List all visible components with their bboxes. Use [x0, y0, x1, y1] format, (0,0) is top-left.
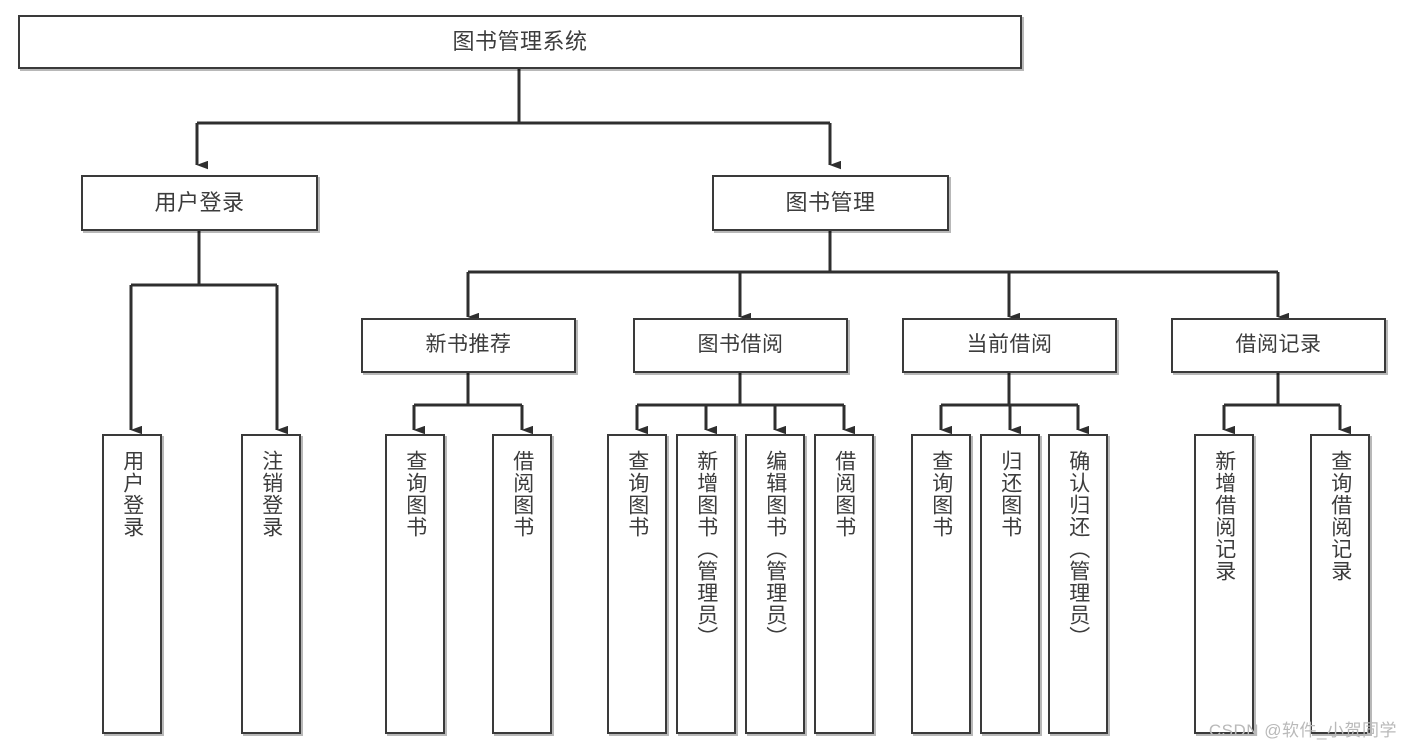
leaf-label: 查询图书 — [625, 450, 649, 538]
node-book-management[interactable]: 图书管理 — [712, 175, 949, 231]
leaf-label: 确认归还（管理员） — [1066, 450, 1090, 648]
node-book-borrow[interactable]: 图书借阅 — [633, 318, 848, 373]
node-book-borrow-label: 图书借阅 — [697, 333, 784, 357]
leaf-label: 编辑图书（管理员） — [763, 450, 787, 648]
node-borrow-record-label: 借阅记录 — [1235, 333, 1322, 357]
leaf-current-return-book[interactable]: 归还图书 — [980, 434, 1040, 734]
leaf-label: 新增借阅记录 — [1212, 450, 1236, 582]
node-user-login-label: 用户登录 — [154, 190, 245, 216]
leaf-label: 查询图书 — [929, 450, 953, 538]
leaf-new-book-borrow[interactable]: 借阅图书 — [492, 434, 552, 734]
node-new-book-recommend-label: 新书推荐 — [425, 333, 512, 357]
leaf-current-confirm-return[interactable]: 确认归还（管理员） — [1048, 434, 1108, 734]
node-book-management-label: 图书管理 — [785, 190, 876, 216]
leaf-label: 注销登录 — [259, 450, 283, 538]
leaf-user-login-logout[interactable]: 注销登录 — [241, 434, 301, 734]
leaf-borrow-borrow-book[interactable]: 借阅图书 — [814, 434, 874, 734]
watermark: CSDN @软件_小贺同学 — [1208, 721, 1397, 740]
node-root-label: 图书管理系统 — [452, 29, 588, 55]
leaf-new-book-query[interactable]: 查询图书 — [385, 434, 445, 734]
leaf-label: 用户登录 — [120, 450, 144, 538]
leaf-record-add[interactable]: 新增借阅记录 — [1194, 434, 1254, 734]
leaf-user-login-login[interactable]: 用户登录 — [102, 434, 162, 734]
leaf-borrow-edit-book[interactable]: 编辑图书（管理员） — [745, 434, 805, 734]
leaf-label: 归还图书 — [998, 450, 1022, 538]
leaf-borrow-query-book[interactable]: 查询图书 — [607, 434, 667, 734]
leaf-current-query-book[interactable]: 查询图书 — [911, 434, 971, 734]
node-current-borrow-label: 当前借阅 — [966, 333, 1053, 357]
leaf-label: 借阅图书 — [832, 450, 856, 538]
leaf-borrow-add-book[interactable]: 新增图书（管理员） — [676, 434, 736, 734]
leaf-record-query[interactable]: 查询借阅记录 — [1310, 434, 1370, 734]
leaf-label: 新增图书（管理员） — [694, 450, 718, 648]
leaf-label: 借阅图书 — [510, 450, 534, 538]
node-root[interactable]: 图书管理系统 — [18, 15, 1022, 69]
node-current-borrow[interactable]: 当前借阅 — [902, 318, 1117, 373]
node-borrow-record[interactable]: 借阅记录 — [1171, 318, 1386, 373]
node-new-book-recommend[interactable]: 新书推荐 — [361, 318, 576, 373]
leaf-label: 查询图书 — [403, 450, 427, 538]
node-user-login[interactable]: 用户登录 — [81, 175, 318, 231]
leaf-label: 查询借阅记录 — [1328, 450, 1352, 582]
